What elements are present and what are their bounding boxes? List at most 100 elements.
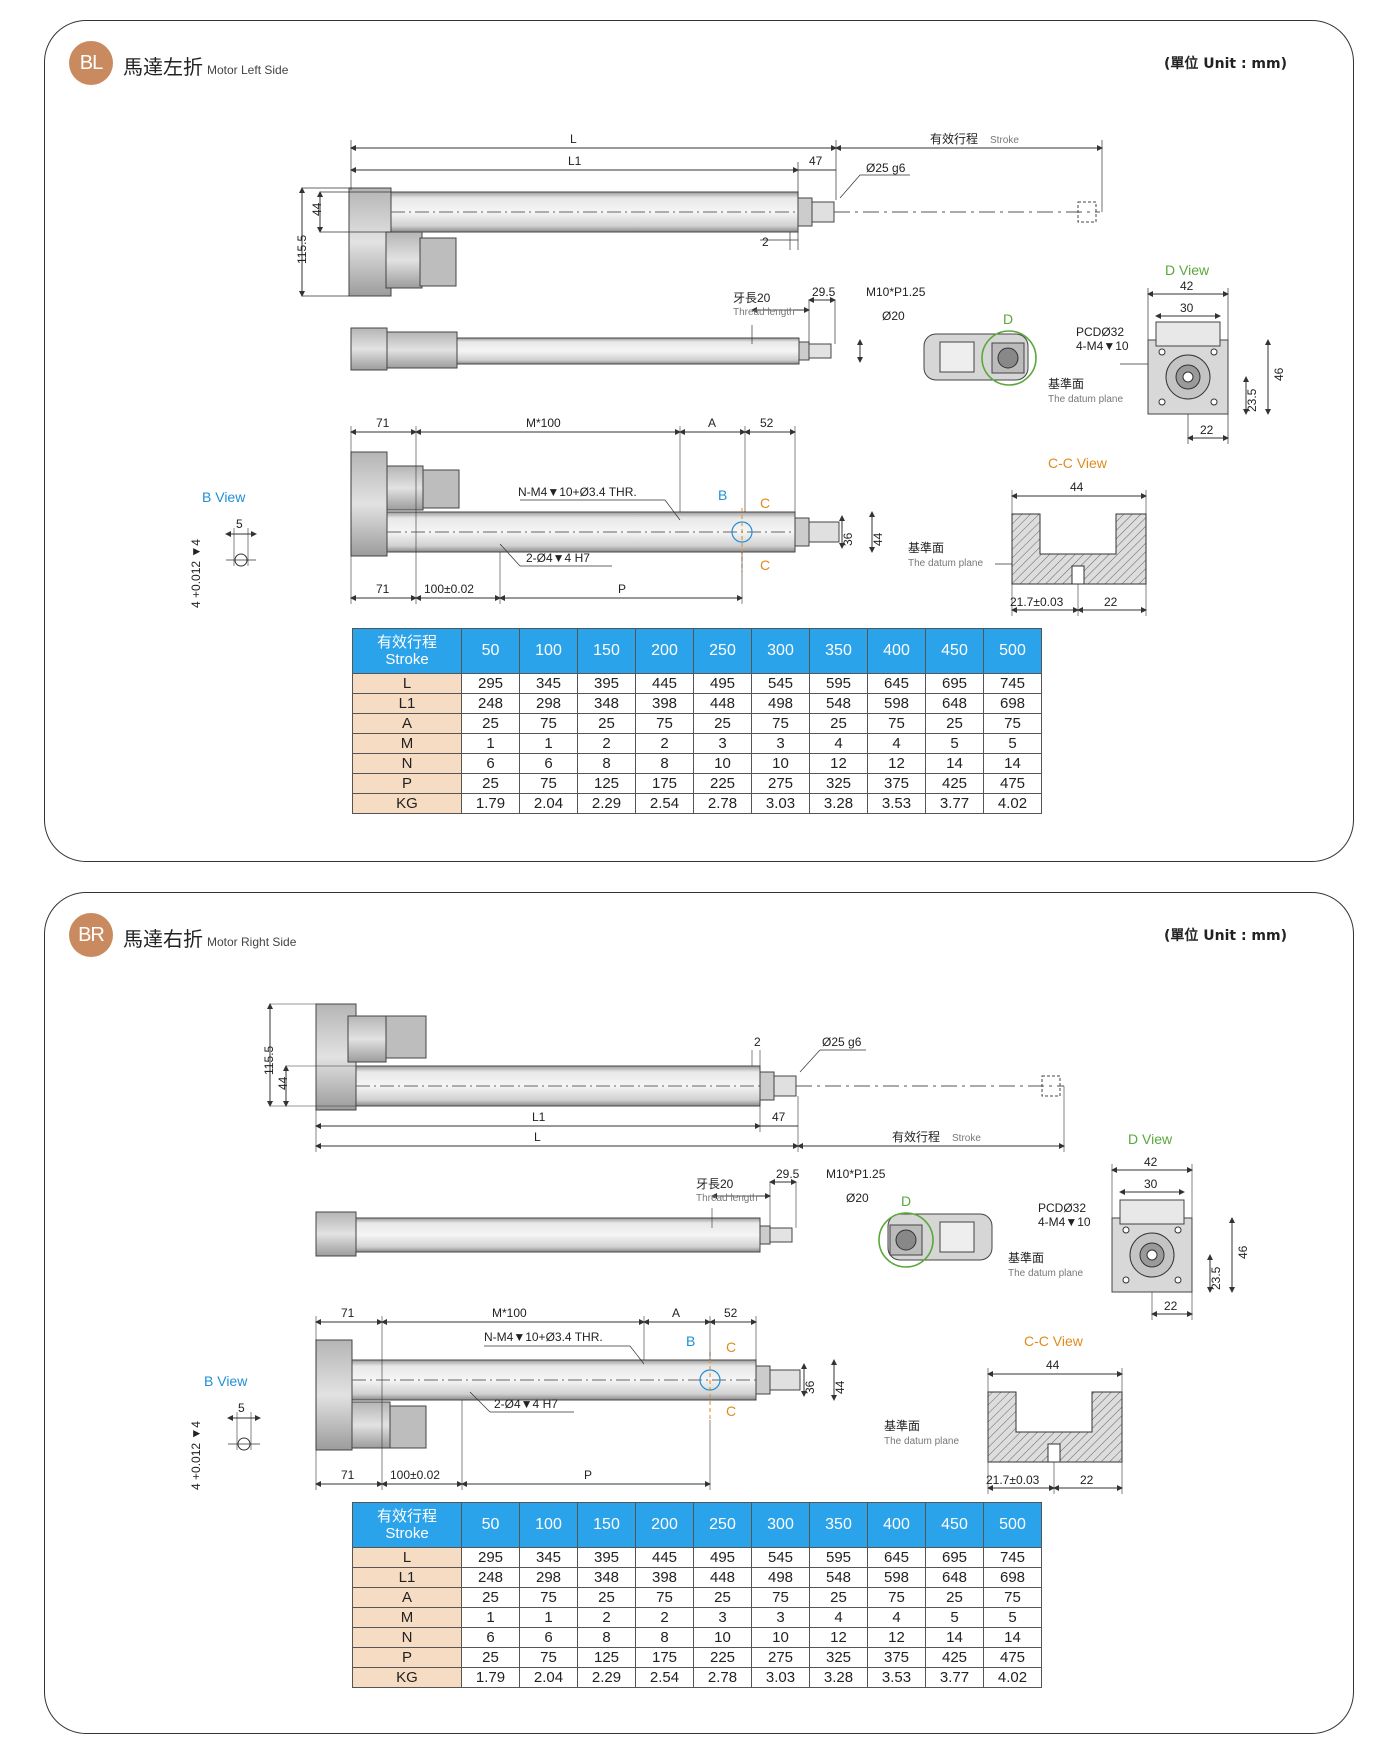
dim-42: 42	[1180, 279, 1194, 293]
table-cell: 445	[635, 673, 694, 694]
table-cell: 375	[867, 773, 926, 794]
table-cell: 2	[635, 1607, 694, 1628]
table-cell: 12	[809, 753, 868, 774]
table-cell: 498	[751, 693, 810, 714]
dim-m10: M10*P1.25	[866, 285, 926, 299]
table-cell: 75	[519, 773, 578, 794]
dim-36: 36	[841, 532, 855, 546]
table-cell: 75	[867, 713, 926, 734]
table-cell: 295	[461, 673, 520, 694]
stroke-header-cell: 200	[635, 628, 694, 674]
table-cell: 12	[867, 753, 926, 774]
table-cell: 475	[983, 1647, 1042, 1668]
dim-115: 115.5	[295, 235, 309, 264]
br-m4: 4-M4▼10	[1038, 1215, 1091, 1229]
br-dim-P: P	[584, 1468, 592, 1482]
dim-30: 30	[1180, 301, 1194, 315]
table-cell: 345	[519, 673, 578, 694]
br-cc-datum-cn: 基準面	[884, 1418, 920, 1433]
br-datum-cn: 基準面	[1008, 1250, 1044, 1265]
title-en: Motor Right Side	[207, 935, 297, 949]
d-view-title: D View	[1165, 262, 1210, 278]
br-dim-47: 47	[772, 1110, 786, 1124]
table-cell: 2.29	[577, 793, 636, 814]
table-cell: 5	[983, 733, 1042, 754]
table-cell: 14	[983, 753, 1042, 774]
bl-top-view: L L1 47 有效行程 Stroke Ø25 g6 44 115.5 2	[295, 131, 1103, 297]
table-cell: 75	[751, 1587, 810, 1608]
table-cell: 1.79	[461, 793, 520, 814]
br-d-view-title: D View	[1128, 1131, 1173, 1147]
br-dim-30: 30	[1144, 1177, 1158, 1191]
br-datum-en: The datum plane	[1008, 1268, 1083, 1279]
dim-A: A	[708, 416, 716, 430]
table-cell: 75	[635, 1587, 694, 1608]
br-stroke-cn: 有效行程	[892, 1129, 940, 1144]
stroke-header-cell: 150	[577, 1502, 636, 1548]
table-cell: 4.02	[983, 793, 1042, 814]
br-dim-23-5: 23.5	[1209, 1266, 1223, 1290]
thread-en: Thread length	[733, 307, 795, 318]
br-dim-L1: L1	[532, 1110, 546, 1124]
br-end-view: D	[878, 1193, 993, 1268]
cc-datum-en: The datum plane	[908, 558, 983, 569]
row-header: L	[352, 673, 462, 694]
stroke-header-cell: 250	[693, 1502, 752, 1548]
dim-47: 47	[809, 154, 823, 168]
stroke-header-cell: 400	[867, 628, 926, 674]
table-cell: 25	[809, 1587, 868, 1608]
br-dim-100: 100±0.02	[390, 1468, 440, 1482]
table-cell: 595	[809, 1547, 868, 1568]
table-cell: 448	[693, 1567, 752, 1588]
table-cell: 598	[867, 1567, 926, 1588]
br-c-bottom: C	[726, 1403, 736, 1419]
table-cell: 648	[925, 1567, 984, 1588]
table-cell: 25	[693, 713, 752, 734]
table-cell: 345	[519, 1547, 578, 1568]
row-header: M	[352, 733, 462, 754]
table-cell: 125	[577, 1647, 636, 1668]
header-stroke-en: Stroke	[385, 651, 429, 668]
table-cell: 25	[925, 713, 984, 734]
datum-en: The datum plane	[1048, 394, 1123, 405]
stroke-header-cell: 150	[577, 628, 636, 674]
br-b-marker: B	[686, 1333, 695, 1349]
unit-label: (單位 Unit : mm)	[1163, 56, 1287, 72]
table-cell: 3.03	[751, 793, 810, 814]
table-cell: 8	[635, 1627, 694, 1648]
table-cell: 75	[751, 713, 810, 734]
table-cell: 375	[867, 1647, 926, 1668]
table-cell: 225	[693, 773, 752, 794]
br-pcd: PCDØ32	[1038, 1201, 1086, 1215]
table-cell: 545	[751, 673, 810, 694]
table-cell: 595	[809, 673, 868, 694]
table-cell: 1	[461, 1607, 520, 1628]
table-cell: 395	[577, 673, 636, 694]
br-dim-20: Ø20	[846, 1191, 869, 1205]
br-cc-44: 44	[1046, 1358, 1060, 1372]
stroke-cn: 有效行程	[930, 131, 978, 146]
table-cell: 3	[693, 733, 752, 754]
br-cc-datum-en: The datum plane	[884, 1436, 959, 1447]
dim-44-front: 44	[871, 532, 885, 546]
table-cell: 25	[809, 713, 868, 734]
table-cell: 10	[751, 1627, 810, 1648]
unit-label: (單位 Unit : mm)	[1163, 928, 1287, 944]
table-cell: 495	[693, 1547, 752, 1568]
stroke-header-cell: 100	[519, 628, 578, 674]
dim-29-5: 29.5	[812, 285, 836, 299]
table-cell: 75	[519, 713, 578, 734]
b-view-title: B View	[202, 489, 246, 505]
title-cn: 馬達左折	[123, 55, 203, 79]
table-cell: 12	[809, 1627, 868, 1648]
c-marker-bottom: C	[760, 557, 770, 573]
br-thread-cn: 牙長20	[696, 1177, 734, 1191]
table-cell: 75	[635, 713, 694, 734]
br-dim-52: 52	[724, 1306, 738, 1320]
